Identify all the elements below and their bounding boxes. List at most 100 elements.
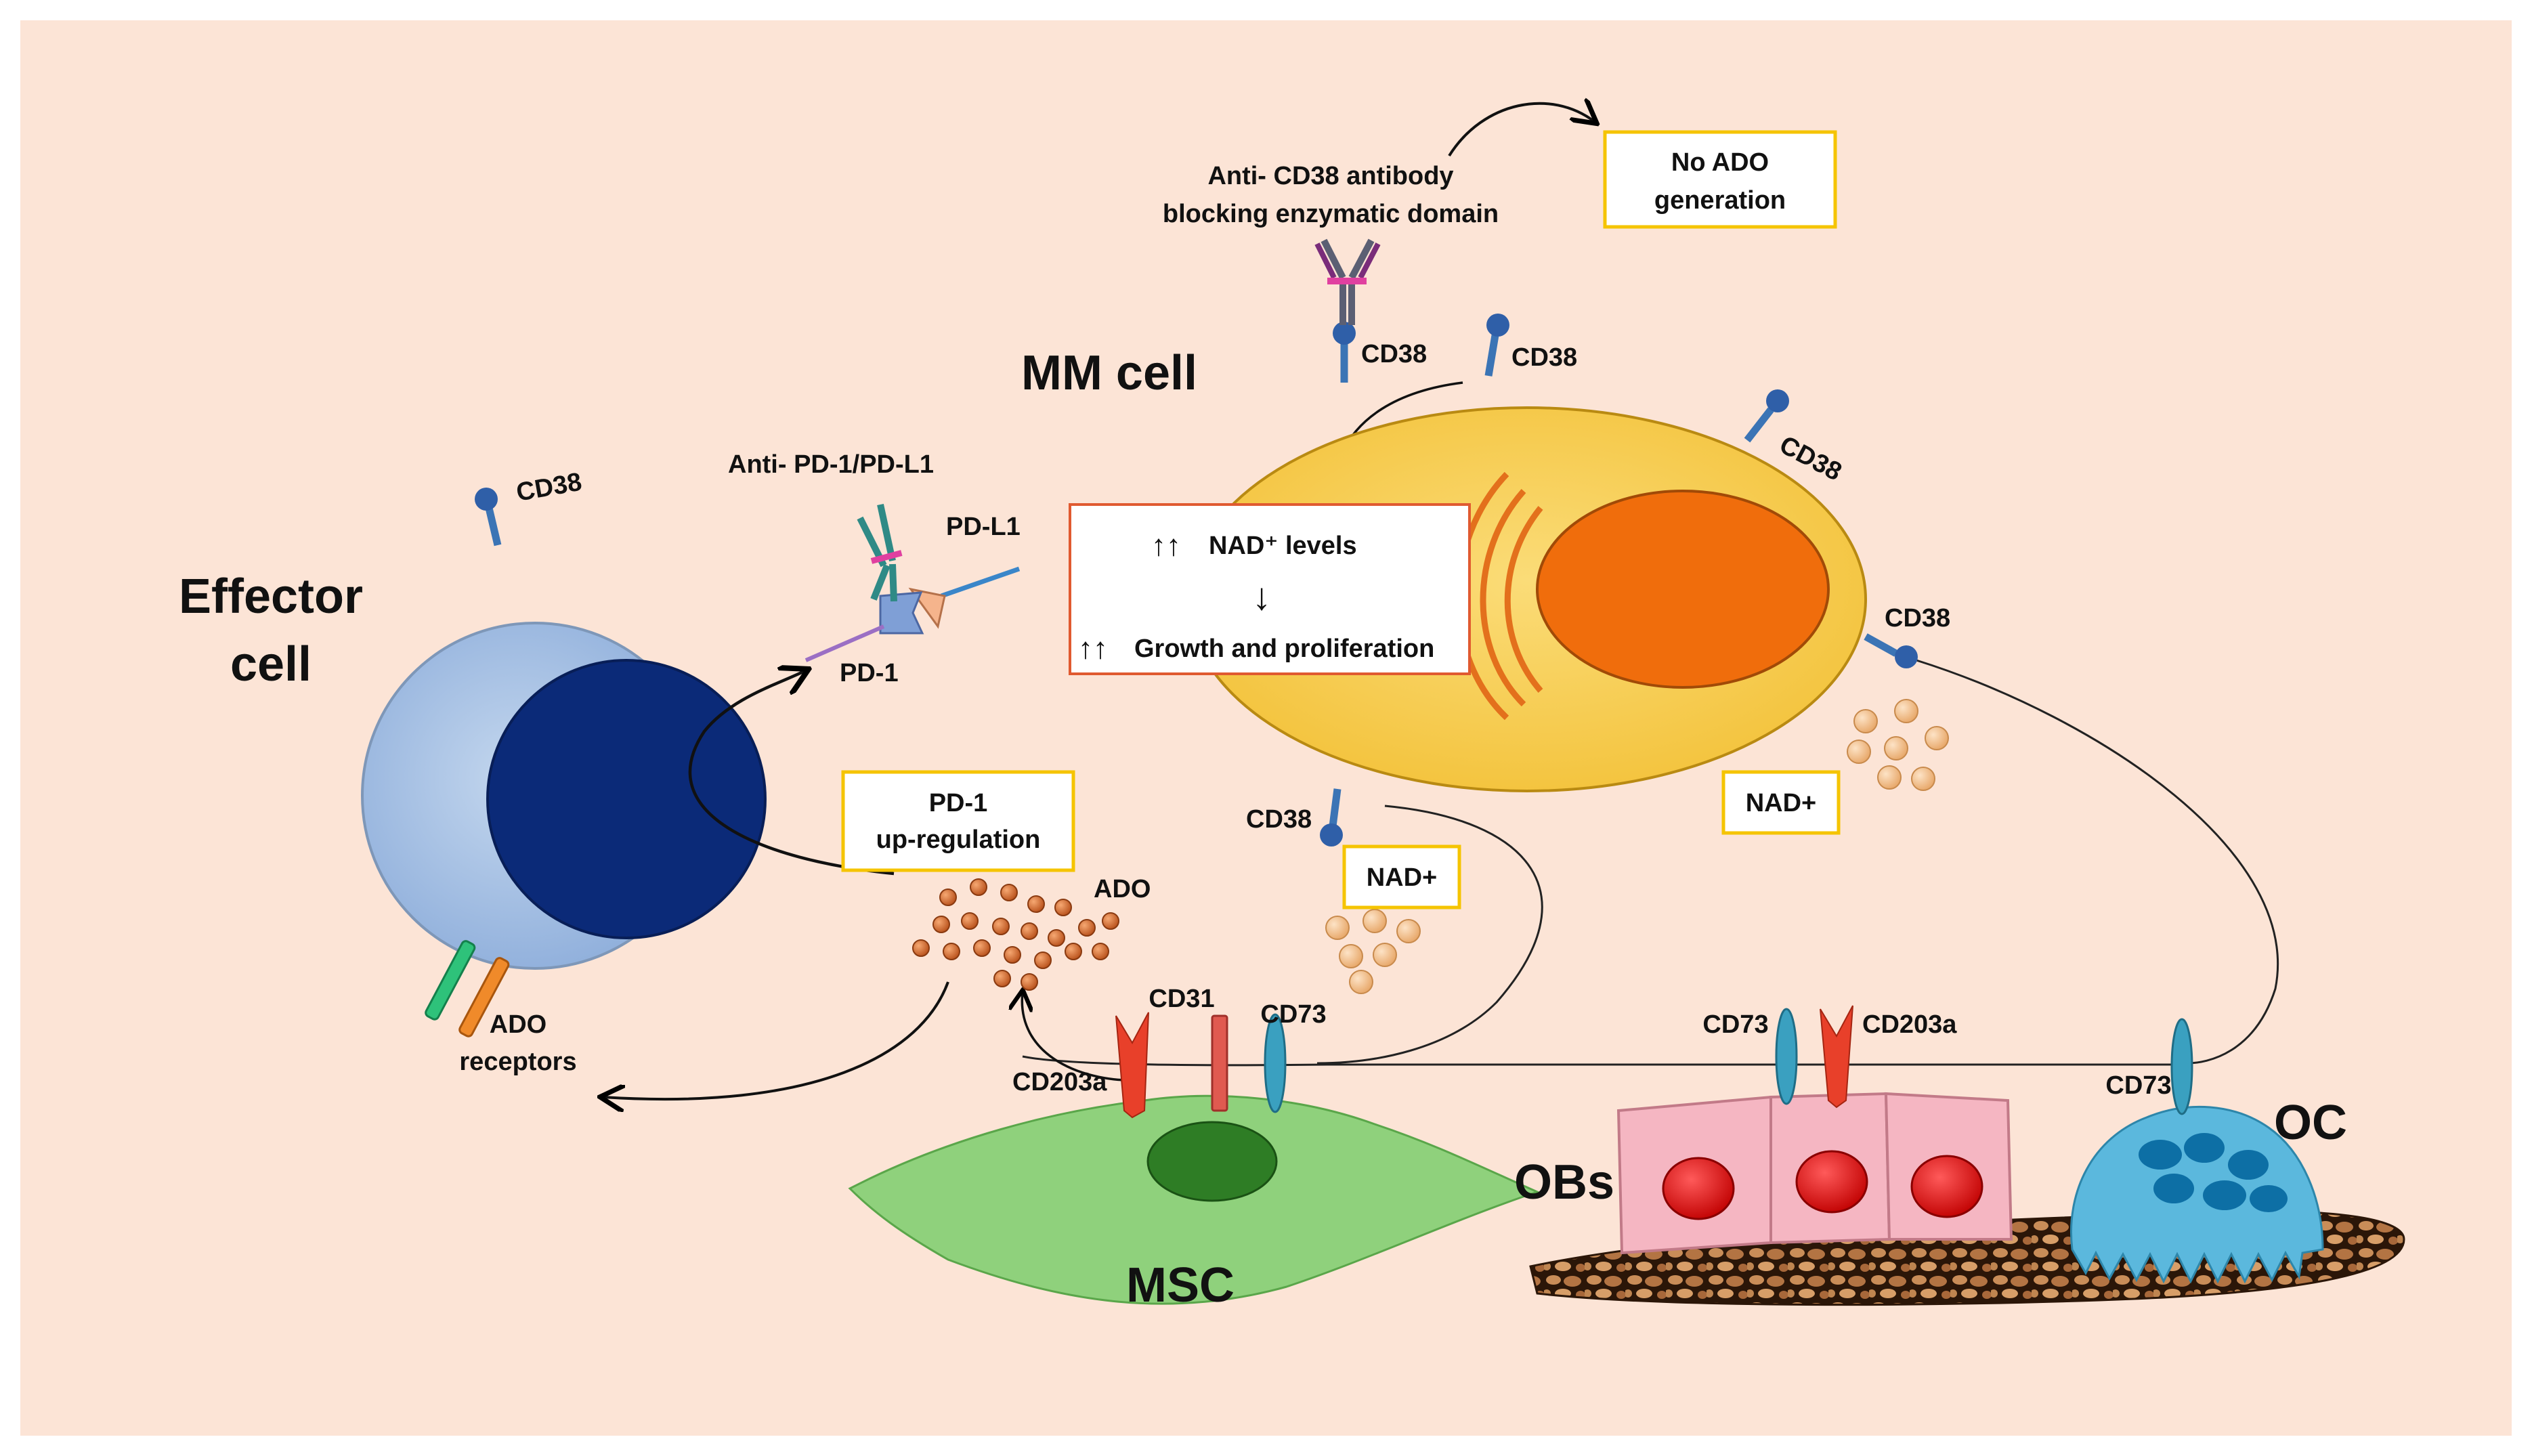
effector-cell-label-line1: Effector bbox=[179, 570, 363, 624]
nad-dot bbox=[1349, 970, 1373, 994]
cd203a-label-msc: CD203a bbox=[1012, 1068, 1107, 1096]
ado-dot bbox=[939, 888, 957, 906]
anti-pd1-antibody-icon bbox=[857, 503, 903, 602]
no-ado-line2: generation bbox=[1654, 186, 1786, 215]
msc-cell bbox=[848, 1094, 1541, 1305]
cd38-receptor-effector bbox=[475, 488, 502, 547]
cd38-label-top-right: CD38 bbox=[1511, 343, 1577, 372]
nad-dot bbox=[1396, 919, 1421, 943]
nad-levels-text: NAD⁺ levels bbox=[1209, 532, 1357, 560]
cd31-marker-msc bbox=[1211, 1014, 1228, 1112]
effector-nucleus bbox=[486, 659, 767, 939]
anti-cd38-label-line2: blocking enzymatic domain bbox=[1163, 200, 1499, 228]
cd38-receptor-upper-right bbox=[1744, 389, 1789, 443]
cd31-label-msc: CD31 bbox=[1149, 985, 1214, 1013]
pdl1-label: PD-L1 bbox=[946, 513, 1021, 541]
cd203a-marker-ob bbox=[1820, 1005, 1853, 1109]
cd73-marker-msc bbox=[1264, 1013, 1287, 1113]
ado-dot bbox=[1027, 895, 1045, 913]
nad-dot bbox=[1894, 699, 1918, 723]
effector-cell-label-line2: cell bbox=[230, 637, 312, 691]
pd1-upregulation-arrow bbox=[688, 670, 895, 876]
cd38-label-bottom: CD38 bbox=[1246, 805, 1312, 834]
cd38-receptor-right bbox=[1864, 633, 1918, 668]
cd73-label-msc: CD73 bbox=[1260, 1000, 1326, 1029]
ado-receptors-label-line1: ADO bbox=[490, 1010, 546, 1039]
ado-dot bbox=[1065, 943, 1082, 960]
ob-nucleus bbox=[1910, 1155, 1983, 1218]
ado-dot bbox=[1102, 912, 1119, 930]
cd73-label-ob: CD73 bbox=[1702, 1010, 1768, 1039]
ado-dot bbox=[1054, 899, 1072, 916]
effector-cell bbox=[361, 622, 767, 970]
cd203a-to-ado-arrow bbox=[1022, 992, 1145, 1082]
cd38-label-top-left: CD38 bbox=[1361, 340, 1427, 368]
ado-dot bbox=[973, 939, 991, 957]
anti-cd38-label-line1: Anti- CD38 antibody bbox=[1207, 162, 1453, 190]
nad-molecules-right bbox=[1847, 699, 1949, 791]
nad-dot bbox=[1911, 767, 1935, 791]
nad-plus-label-center: NAD+ bbox=[1367, 863, 1438, 892]
nad-dot bbox=[1373, 943, 1397, 967]
cd73-label-oc: CD73 bbox=[2105, 1071, 2171, 1100]
cd203a-marker-msc bbox=[1115, 1012, 1149, 1119]
ado-molecules bbox=[912, 878, 1119, 991]
nad-molecules-center bbox=[1325, 909, 1421, 994]
cd203a-label-ob: CD203a bbox=[1862, 1010, 1957, 1039]
oc-label: OC bbox=[2274, 1096, 2347, 1150]
nad-dot bbox=[1847, 740, 1871, 764]
pd1-up-line1: PD-1 bbox=[929, 789, 988, 817]
mm-right-cd38-to-oc-curve bbox=[1916, 659, 2279, 1065]
growth-up-arrows: ↑↑ bbox=[1078, 632, 1108, 665]
ado-dot bbox=[943, 943, 960, 960]
pdl1-stalk bbox=[940, 566, 1021, 599]
ado-dot bbox=[1004, 946, 1021, 964]
ado-dot bbox=[1078, 919, 1096, 937]
ado-dot bbox=[992, 918, 1010, 935]
obs-label: OBs bbox=[1514, 1155, 1614, 1209]
nad-dot bbox=[1925, 726, 1949, 750]
growth-text: Growth and proliferation bbox=[1134, 635, 1434, 663]
cd38-label-right: CD38 bbox=[1885, 604, 1950, 633]
ado-dot bbox=[970, 878, 987, 896]
ado-dot bbox=[993, 970, 1011, 987]
nad-dot bbox=[1853, 709, 1878, 733]
ob-nucleus bbox=[1795, 1150, 1868, 1214]
ado-dot bbox=[1048, 929, 1065, 947]
no-ado-line1: No ADO bbox=[1671, 148, 1769, 177]
ado-dot bbox=[932, 916, 950, 933]
ado-receptor-orange bbox=[458, 957, 510, 1037]
ado-receptor-green bbox=[425, 940, 476, 1021]
pd1-up-line2: up-regulation bbox=[876, 826, 1041, 854]
nad-dot bbox=[1362, 909, 1387, 933]
nad-dot bbox=[1884, 736, 1908, 761]
nad-plus-label-right: NAD+ bbox=[1746, 789, 1817, 817]
ado-dot bbox=[1021, 922, 1038, 940]
ado-dot bbox=[1034, 951, 1052, 969]
ado-to-receptors-arrow bbox=[603, 981, 949, 1099]
cd73-marker-ob bbox=[1775, 1008, 1798, 1105]
ado-receptors-label-line2: receptors bbox=[459, 1048, 576, 1076]
pd1-label: PD-1 bbox=[840, 659, 899, 687]
ado-dot bbox=[961, 912, 979, 930]
pd1-stalk bbox=[804, 624, 885, 662]
msc-nucleus bbox=[1146, 1121, 1278, 1202]
cd38-receptor-bottom bbox=[1320, 788, 1343, 847]
ob-nucleus bbox=[1662, 1157, 1735, 1220]
cd73-marker-oc bbox=[2170, 1018, 2193, 1115]
ado-dot bbox=[912, 939, 930, 957]
ado-dot bbox=[1021, 973, 1038, 991]
ado-dot bbox=[1000, 884, 1018, 901]
mm-nucleus bbox=[1536, 490, 1830, 689]
nad-up-arrows: ↑↑ bbox=[1151, 529, 1181, 562]
cd38-receptor-top-right bbox=[1484, 314, 1509, 377]
ado-dot bbox=[1092, 943, 1109, 960]
nad-plus-box-center: NAD+ bbox=[1342, 844, 1461, 909]
nad-dot bbox=[1339, 944, 1363, 968]
osteoclast bbox=[2070, 1105, 2324, 1284]
anti-cd38-arrow bbox=[1448, 104, 1595, 157]
osteoblasts bbox=[1616, 1092, 2013, 1255]
down-arrow: ↓ bbox=[1252, 575, 1271, 618]
anti-pd1-label: Anti- PD-1/PD-L1 bbox=[728, 450, 934, 479]
